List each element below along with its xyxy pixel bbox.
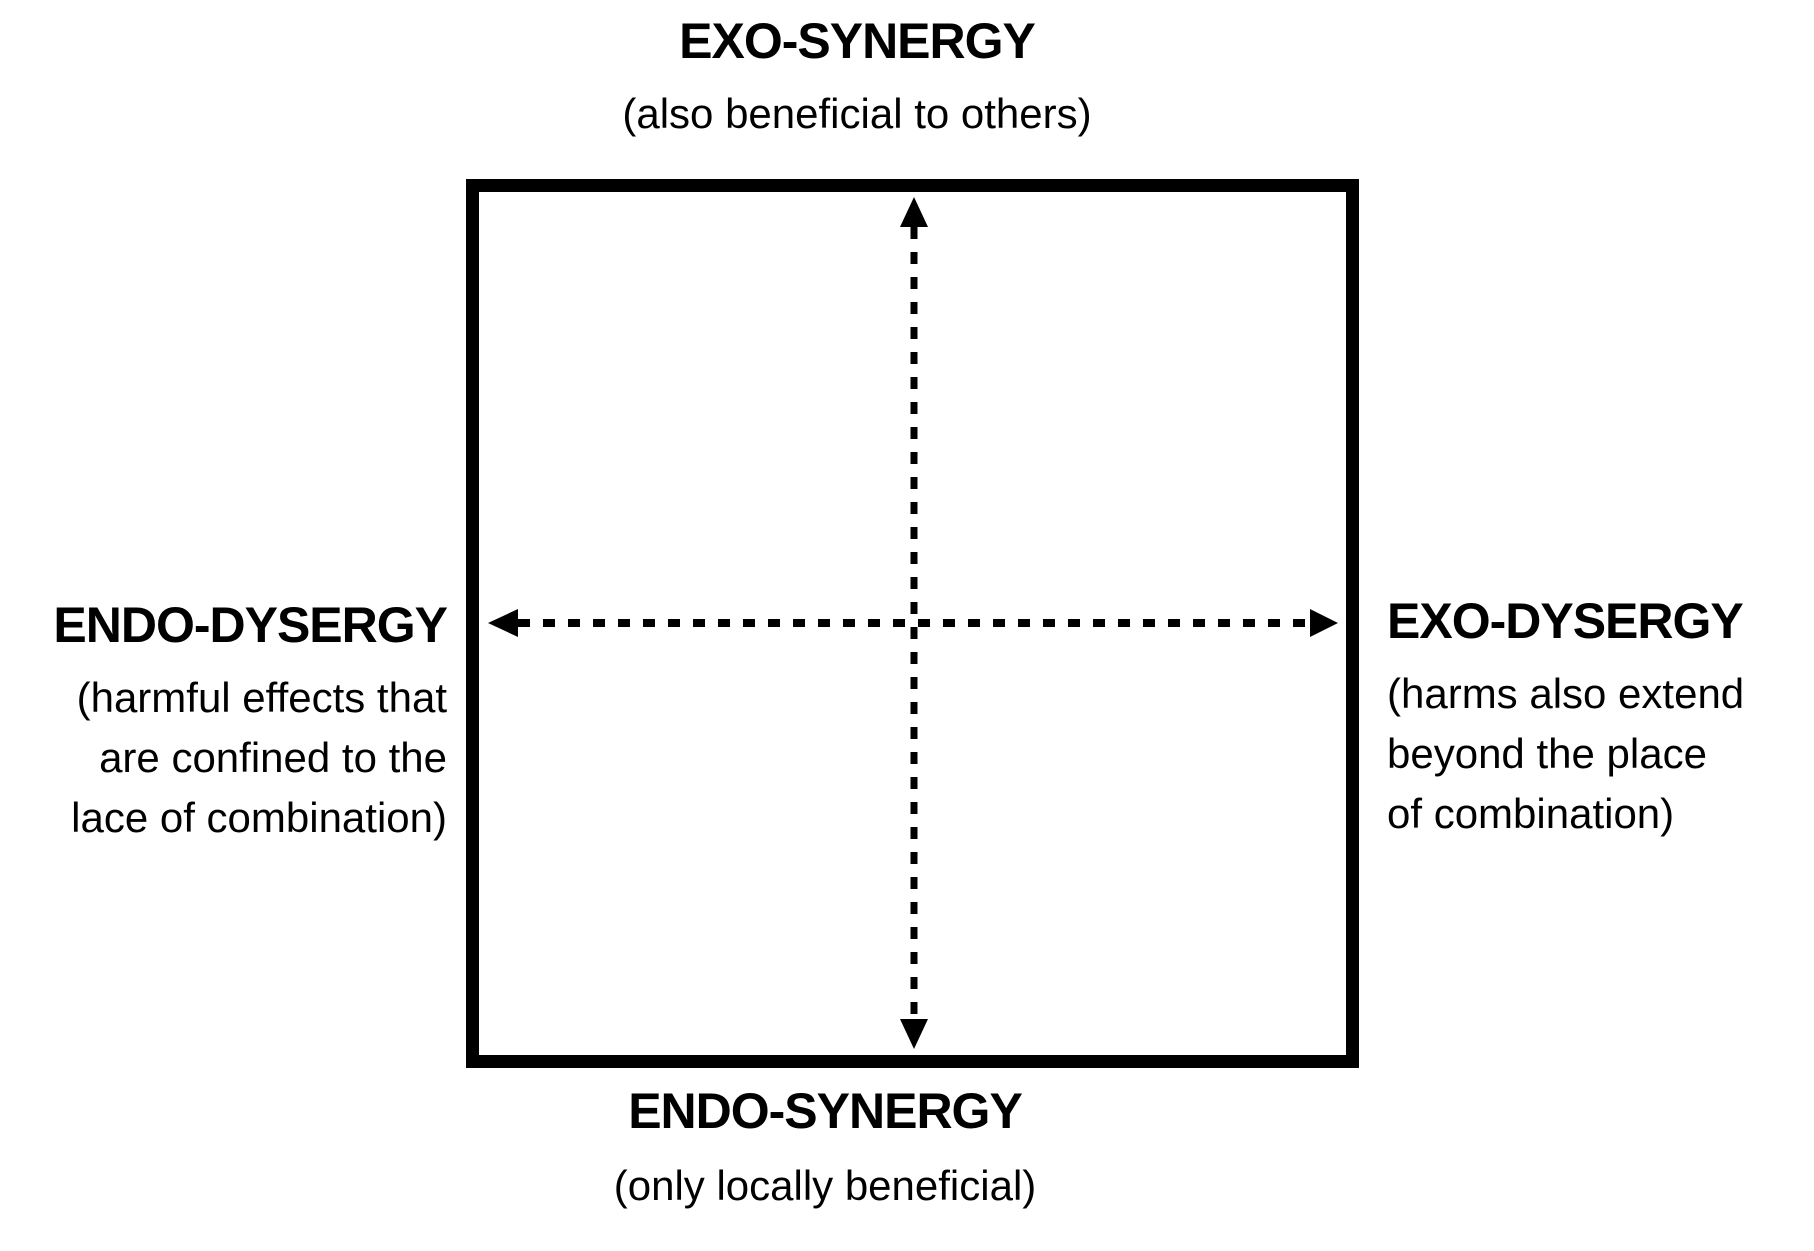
left-axis-subtitle: (harmful effects that are confined to th… bbox=[0, 668, 447, 848]
top-axis-label: EXO-SYNERGY (also beneficial to others) bbox=[407, 12, 1307, 144]
left-axis-label: ENDO-DYSERGY (harmful effects that are c… bbox=[0, 596, 448, 848]
bottom-axis-title: ENDO-SYNERGY bbox=[628, 1083, 1023, 1139]
right-axis-subtitle-line-3: of combination) bbox=[1387, 790, 1675, 837]
top-axis-title: EXO-SYNERGY bbox=[679, 13, 1036, 69]
bottom-axis-label: ENDO-SYNERGY (only locally beneficial) bbox=[375, 1082, 1275, 1216]
left-axis-title: ENDO-DYSERGY bbox=[53, 597, 448, 653]
left-axis-subtitle-line-3: lace of combination) bbox=[71, 794, 447, 841]
bottom-axis-subtitle: (only locally beneficial) bbox=[613, 1162, 1037, 1209]
right-axis-subtitle-line-2: beyond the place bbox=[1387, 730, 1707, 777]
left-axis-subtitle-line-2: are confined to the bbox=[99, 734, 447, 781]
quadrant-box bbox=[466, 179, 1359, 1068]
right-axis-label: EXO-DYSERGY (harms also extend beyond th… bbox=[1387, 592, 1814, 844]
left-axis-subtitle-line-1: (harmful effects that bbox=[76, 674, 447, 721]
right-axis-title: EXO-DYSERGY bbox=[1387, 593, 1744, 649]
right-axis-subtitle-line-1: (harms also extend bbox=[1387, 670, 1745, 717]
right-axis-subtitle: (harms also extend beyond the place of c… bbox=[1387, 664, 1814, 844]
top-axis-subtitle: (also beneficial to others) bbox=[622, 90, 1092, 137]
